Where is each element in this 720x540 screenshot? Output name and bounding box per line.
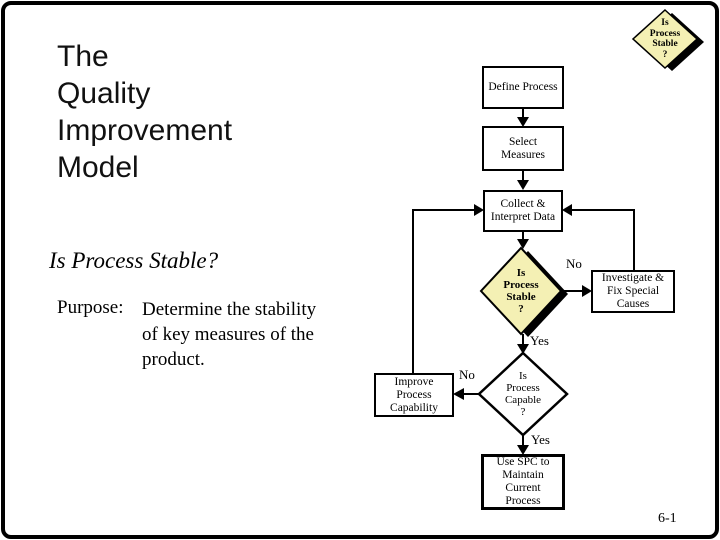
flow-box-define-process: Define Process xyxy=(482,66,564,109)
flow-box-improve-process-capability: Improve Process Capability xyxy=(374,373,454,417)
flow-box-select-measures: Select Measures xyxy=(482,126,564,171)
corner-badge-shape xyxy=(631,8,704,71)
page-number: 6-1 xyxy=(658,511,677,526)
edge-label-stable-yes: Yes xyxy=(530,333,549,348)
flow-box-collect-interpret-data: Collect & Interpret Data xyxy=(483,190,563,232)
slide-title: The Quality Improvement Model xyxy=(57,40,233,184)
edge-label-stable-no: No xyxy=(566,256,582,271)
flow-box-investigate-fix-special-causes: Investigate & Fix Special Causes xyxy=(591,270,675,313)
flow-box-use-spc-maintain-current-process: Use SPC to Maintain Current Process xyxy=(481,454,565,510)
flow-diamond-is-process-stable: Is Process Stable ? xyxy=(503,267,539,315)
edge-label-capable-yes: Yes xyxy=(531,432,550,447)
edge-label-capable-no: No xyxy=(459,367,475,382)
purpose-text: Determine the stability of key measures … xyxy=(142,299,317,370)
section-heading: Is Process Stable? xyxy=(49,248,219,273)
capable-diamond-shape xyxy=(477,351,569,437)
arrowheads xyxy=(453,117,592,455)
flow-diamond-is-process-capable: Is Process Capable ? xyxy=(504,370,542,418)
corner-badge-text: Is Process Stable ? xyxy=(649,18,681,60)
purpose-label: Purpose: xyxy=(57,297,124,318)
stable-diamond-shape xyxy=(479,246,568,337)
